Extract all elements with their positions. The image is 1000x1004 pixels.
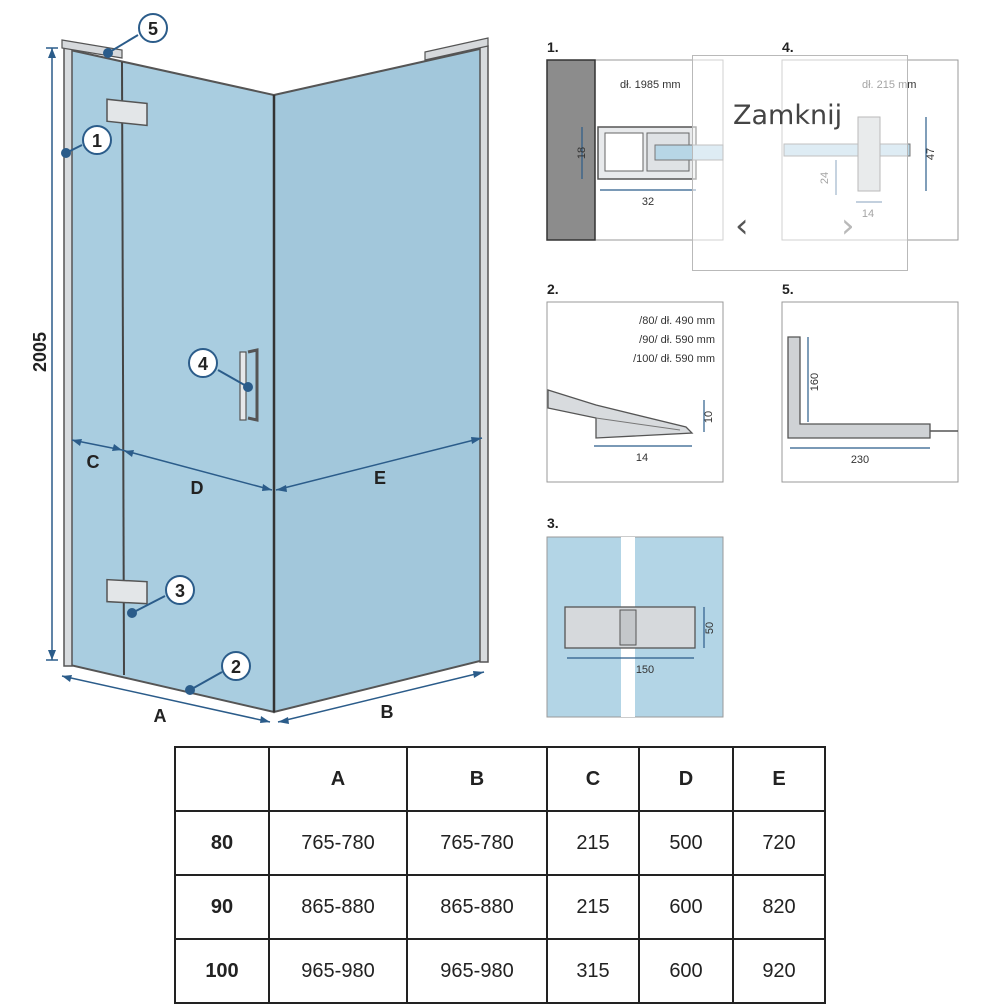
chevron-left-icon[interactable]: ‹ — [735, 206, 749, 246]
table-cell: 720 — [732, 810, 826, 876]
table-header-row: A B C D E — [174, 746, 826, 812]
table-cell: 965-980 — [406, 938, 548, 1004]
table-cell: 215 — [546, 874, 640, 940]
callout-label-2: 2 — [231, 657, 241, 677]
table-cell: 865-880 — [406, 874, 548, 940]
table-cell: 215 — [546, 810, 640, 876]
detail-5-dim-h: 160 — [809, 373, 821, 391]
right-glass-panel — [273, 46, 485, 714]
lightbox-overlay: Zamknij ‹ › — [692, 55, 908, 271]
close-button[interactable]: Zamknij — [733, 100, 843, 131]
detail-2-dim-w: 14 — [636, 452, 648, 464]
dimension-lines — [46, 47, 485, 723]
table-row: 90 865-880 865-880 215 600 820 — [174, 874, 826, 940]
table-cell: 600 — [638, 938, 734, 1004]
row-size-80: 80 — [174, 810, 270, 876]
detail-2-line-90: /90/ dł. 590 mm — [639, 334, 715, 346]
wall-profile-left — [63, 45, 73, 667]
dim-label-c: C — [87, 452, 100, 472]
callout-label-1: 1 — [92, 131, 102, 151]
hinge-bottom — [106, 578, 148, 605]
table-header-d: D — [638, 746, 734, 812]
detail-2-line-80: /80/ dł. 490 mm — [639, 315, 715, 327]
shower-enclosure: 1 2 3 4 5 — [30, 13, 489, 726]
table-row: 80 765-780 765-780 215 500 720 — [174, 810, 826, 876]
detail-1-wall — [546, 59, 596, 241]
detail-3-dim-h: 50 — [704, 622, 716, 634]
detail-5-dim-w: 230 — [851, 454, 869, 466]
dimensions-table: A B C D E 80 765-780 765-780 215 500 720… — [174, 746, 826, 1004]
diagram-canvas: 1 2 3 4 5 — [30, 13, 959, 726]
callout-circle-3: 3 — [165, 575, 195, 605]
detail-5-bracket — [787, 336, 931, 439]
detail-1-dim-w: 32 — [642, 196, 654, 208]
door-edge-line — [121, 61, 125, 676]
callout-label-3: 3 — [175, 581, 185, 601]
detail-3-number: 3. — [547, 515, 559, 531]
dim-label-e: E — [374, 468, 386, 488]
table-cell: 920 — [732, 938, 826, 1004]
table-header-a: A — [268, 746, 408, 812]
dim-label-b: B — [381, 702, 394, 722]
height-label: 2005 — [30, 332, 50, 372]
detail-4-dim-h2: 47 — [925, 148, 937, 160]
dim-label-d: D — [191, 478, 204, 498]
detail-3: 3. 50 150 — [546, 515, 724, 718]
table-header-cell — [174, 746, 270, 812]
table-cell: 765-780 — [406, 810, 548, 876]
callout-circle-2: 2 — [221, 651, 251, 681]
wall-profile-right — [479, 45, 489, 663]
table-cell: 600 — [638, 874, 734, 940]
table-cell: 965-980 — [268, 938, 408, 1004]
detail-2-number: 2. — [547, 281, 559, 297]
chevron-right-icon[interactable]: › — [841, 206, 855, 246]
table-cell: 315 — [546, 938, 640, 1004]
table-cell: 500 — [638, 810, 734, 876]
detail-2-seal-profile — [547, 389, 694, 439]
table-cell: 865-880 — [268, 874, 408, 940]
table-cell: 820 — [732, 874, 826, 940]
row-size-100: 100 — [174, 938, 270, 1004]
detail-5: 5. 160 230 — [781, 281, 959, 483]
detail-1-dim-h: 18 — [576, 147, 588, 159]
callout-label-5: 5 — [148, 19, 158, 39]
detail-2: 2. /80/ dł. 490 mm /90/ dł. 590 mm /100/… — [546, 281, 724, 483]
table-header-b: B — [406, 746, 548, 812]
callout-circle-4: 4 — [188, 348, 218, 378]
detail-3-dim-w: 150 — [636, 664, 654, 676]
detail-2-dim-h: 10 — [703, 411, 715, 423]
callout-leaders — [61, 34, 253, 695]
table-header-c: C — [546, 746, 640, 812]
stabilizer-bracket-right — [424, 37, 489, 61]
detail-2-line-100: /100/ dł. 590 mm — [633, 353, 715, 365]
table-header-e: E — [732, 746, 826, 812]
callout-label-4: 4 — [198, 354, 208, 374]
detail-5-number: 5. — [782, 281, 794, 297]
dim-label-a: A — [154, 706, 167, 726]
callout-circle-5: 5 — [138, 13, 168, 43]
callout-circle-1: 1 — [82, 125, 112, 155]
hinge-top — [106, 98, 148, 127]
detail-4-number: 4. — [782, 39, 794, 55]
row-size-90: 90 — [174, 874, 270, 940]
table-row: 100 965-980 965-980 315 600 920 — [174, 938, 826, 1004]
detail-1-length: dł. 1985 mm — [620, 79, 681, 91]
table-cell: 765-780 — [268, 810, 408, 876]
door-handle — [247, 348, 259, 422]
dimension-arrowheads — [48, 48, 484, 724]
detail-1-number: 1. — [547, 39, 559, 55]
